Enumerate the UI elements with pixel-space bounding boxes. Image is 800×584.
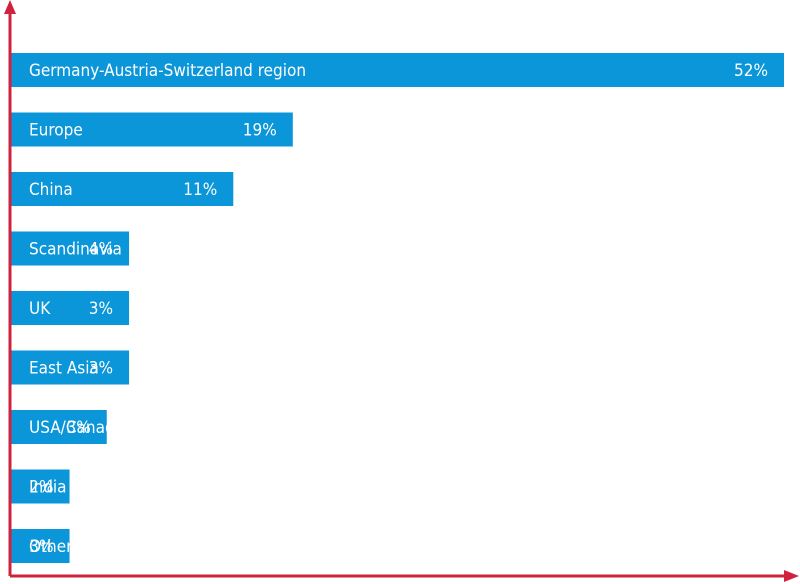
- bar-1: [10, 112, 293, 147]
- value-label: 3%: [29, 537, 53, 557]
- bars-layer: Germany-Austria-Switzerland region 52% Eur…: [10, 53, 784, 563]
- category-label: East Asia: [29, 359, 99, 379]
- value-label: 19%: [243, 121, 277, 141]
- bar-8: [10, 529, 70, 563]
- value-label: 3%: [89, 359, 113, 379]
- category-label: China: [29, 180, 73, 200]
- bar-7: [10, 469, 70, 504]
- category-label: Other: [29, 537, 73, 557]
- category-label: UK: [29, 299, 51, 319]
- category-label: Germany-Austria-Switzerland region: [29, 61, 306, 81]
- value-label: 3%: [89, 299, 113, 319]
- value-label: 52%: [734, 61, 768, 81]
- bar-5: [10, 350, 130, 385]
- category-label: India: [29, 478, 67, 498]
- bar-6: [10, 410, 107, 444]
- category-label: Scandinavia: [29, 240, 122, 260]
- value-label: 3%: [66, 418, 90, 438]
- bar-0: [10, 53, 784, 87]
- bar-3: [10, 231, 130, 266]
- category-label: USA/Canada: [29, 418, 124, 438]
- value-label: 4%: [89, 240, 113, 260]
- y-axis-arrowhead: [4, 0, 16, 14]
- bar-2: [10, 172, 234, 206]
- axes-layer: [4, 0, 799, 582]
- value-label: 2%: [29, 478, 53, 498]
- x-axis-arrowhead: [784, 570, 799, 582]
- value-label: 11%: [183, 180, 217, 200]
- category-label: Europe: [29, 121, 83, 141]
- bar-4: [10, 291, 130, 325]
